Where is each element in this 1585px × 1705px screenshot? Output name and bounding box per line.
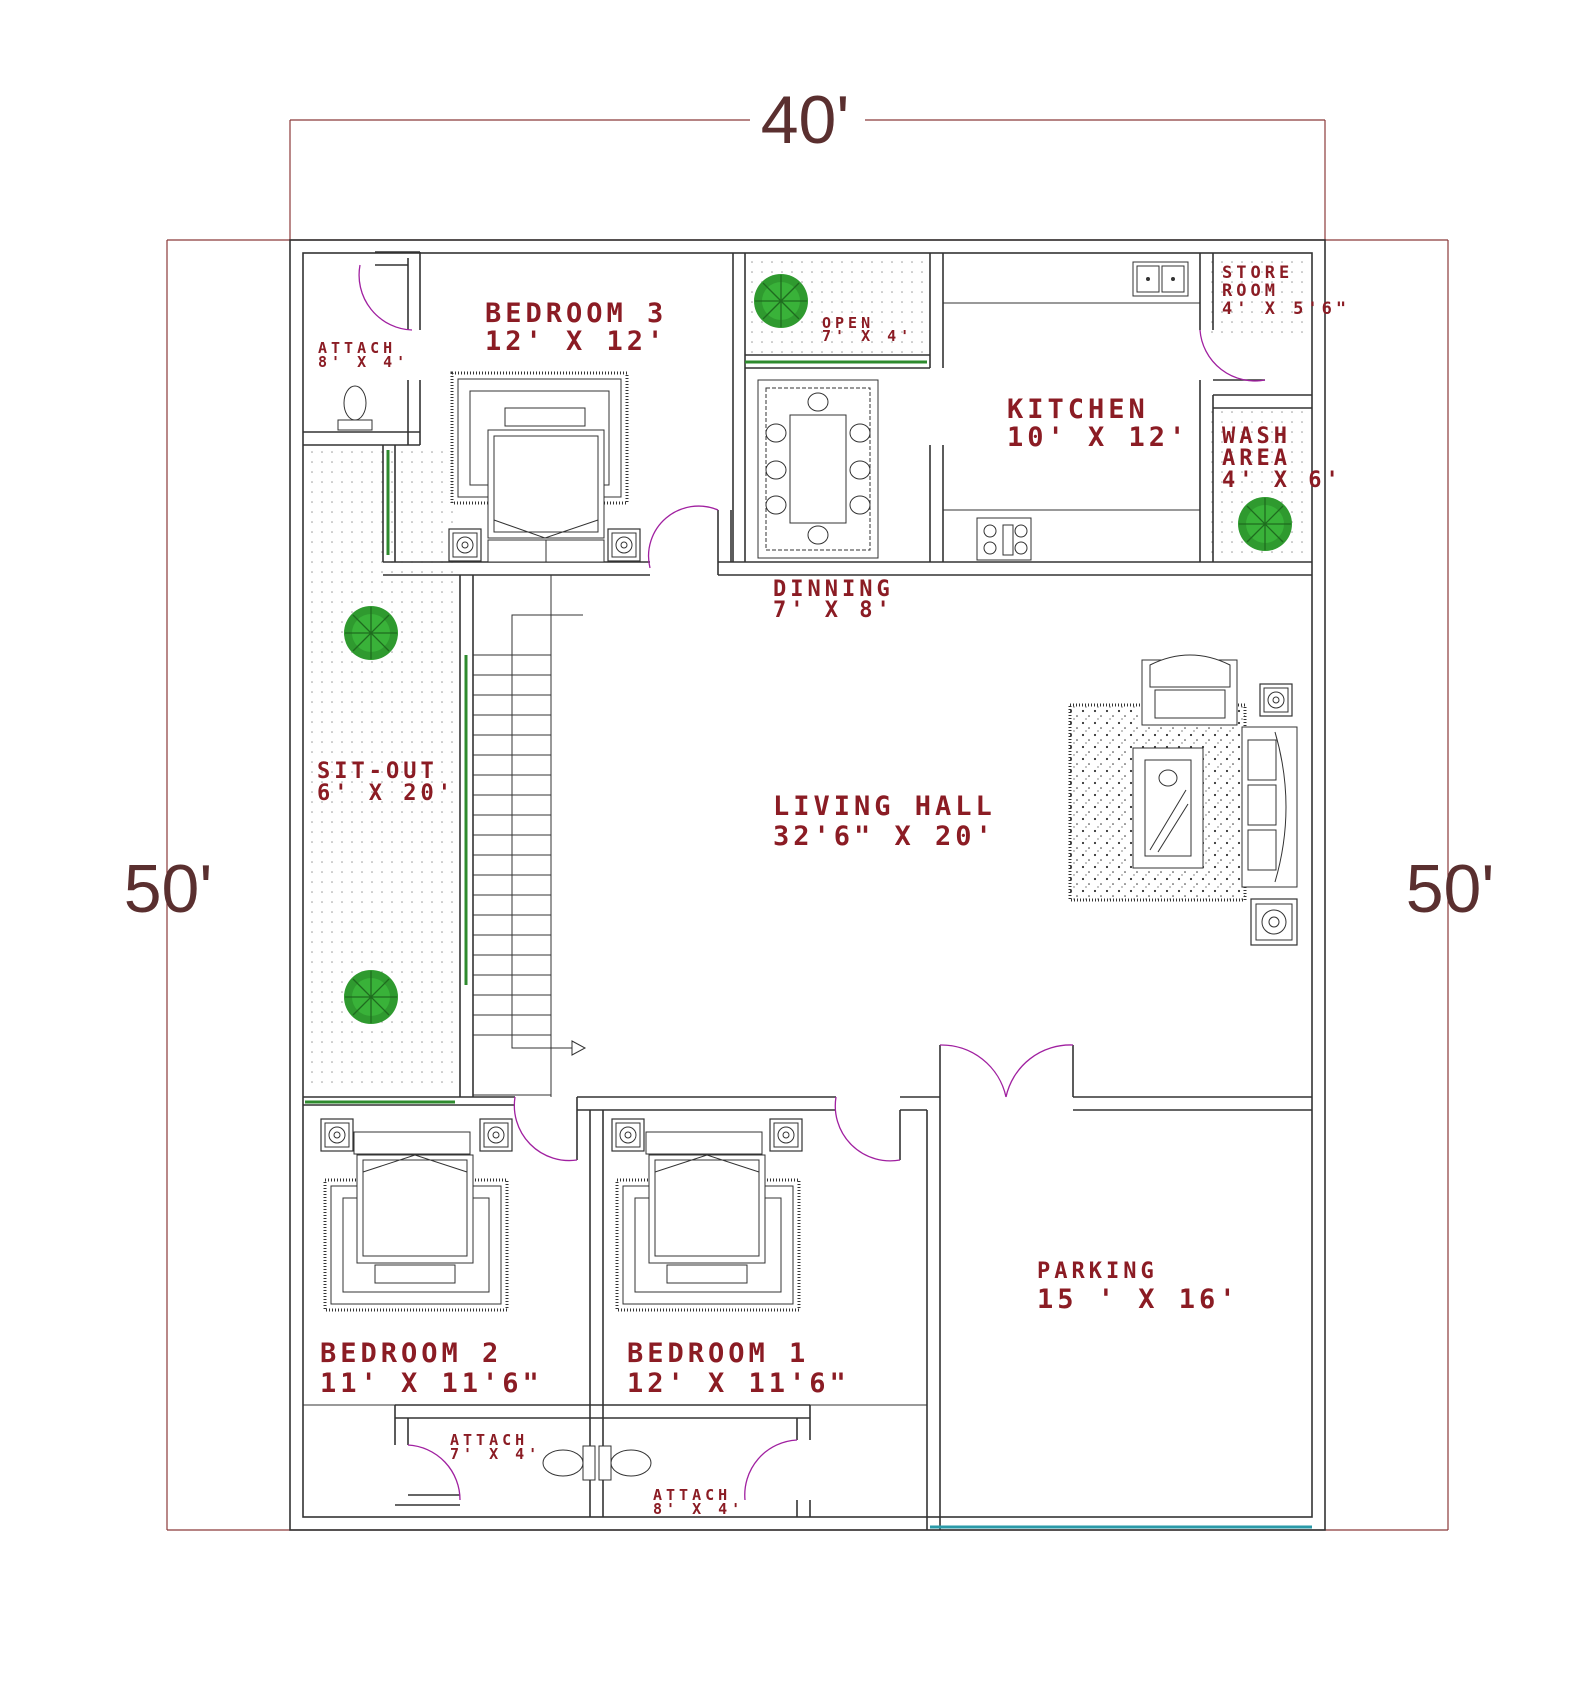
room-bedroom1: BEDROOM 1 12' X 11'6" bbox=[627, 1338, 850, 1399]
side-table-icon bbox=[1259, 683, 1293, 717]
room-size: 7' X 8' bbox=[773, 598, 894, 623]
bed-icon bbox=[323, 1131, 509, 1312]
room-name: STORE bbox=[1222, 263, 1293, 283]
room-name: DINNING bbox=[773, 577, 894, 602]
room-store: STORE ROOM 4' X 5'6" bbox=[1222, 263, 1350, 319]
room-attach-top: ATTACH 8' X 4' bbox=[318, 339, 409, 371]
room-name: OPEN bbox=[822, 314, 874, 332]
room-name: ATTACH bbox=[450, 1431, 528, 1449]
dimension-right: 50' bbox=[1406, 851, 1495, 927]
outer-walls bbox=[289, 239, 1326, 1531]
toilet-icon bbox=[598, 1445, 652, 1481]
toilet-icon bbox=[337, 385, 373, 431]
toilet-icon bbox=[542, 1445, 596, 1481]
room-living-hall: LIVING HALL 32'6" X 20' bbox=[773, 791, 996, 852]
bed-icon bbox=[450, 371, 629, 563]
staircase bbox=[472, 575, 587, 1097]
dimension-top: 40' bbox=[761, 82, 850, 158]
room-name: BEDROOM 2 bbox=[320, 1338, 502, 1369]
room-name: ATTACH bbox=[318, 339, 396, 357]
plant-icon bbox=[343, 969, 399, 1025]
room-name: PARKING bbox=[1037, 1259, 1158, 1284]
room-open: OPEN 7' X 4' bbox=[822, 314, 913, 345]
room-size: 11' X 11'6" bbox=[320, 1368, 543, 1399]
sofa-set-icon bbox=[1068, 654, 1298, 902]
plant-icon bbox=[343, 605, 399, 661]
room-wash: WASH AREA 4' X 6' bbox=[1222, 424, 1343, 493]
room-name-line2: ROOM bbox=[1222, 281, 1279, 301]
room-size: 7' X 4' bbox=[822, 327, 913, 345]
room-kitchen: KITCHEN 10' X 12' bbox=[1007, 394, 1189, 453]
room-attach-bedroom2: ATTACH 7' X 4' bbox=[450, 1431, 541, 1463]
nightstand-icon bbox=[320, 1118, 354, 1152]
room-name: SIT-OUT bbox=[317, 759, 438, 784]
room-size: 10' X 12' bbox=[1007, 422, 1189, 453]
sink-icon bbox=[1132, 261, 1189, 297]
store-floor bbox=[1205, 258, 1310, 340]
nightstand-icon bbox=[611, 1118, 645, 1152]
room-size: 6' X 20' bbox=[317, 781, 455, 806]
room-bedroom2: BEDROOM 2 11' X 11'6" bbox=[320, 1338, 543, 1399]
room-parking: PARKING 15 ' X 16' bbox=[1037, 1259, 1240, 1315]
bed-icon bbox=[615, 1131, 801, 1312]
room-name: KITCHEN bbox=[1007, 394, 1149, 425]
room-dinning: DINNING 7' X 8' bbox=[773, 577, 894, 623]
room-size: 12' X 12' bbox=[485, 326, 667, 357]
doors bbox=[358, 264, 1266, 1501]
nightstand-icon bbox=[448, 528, 482, 562]
room-name: LIVING HALL bbox=[773, 791, 996, 822]
stove-icon bbox=[976, 517, 1032, 561]
nightstand-icon bbox=[479, 1118, 513, 1152]
window-markers bbox=[305, 360, 1312, 1529]
room-name: BEDROOM 1 bbox=[627, 1338, 809, 1369]
room-name-line2: AREA bbox=[1222, 446, 1291, 471]
room-size: 4' X 6' bbox=[1222, 468, 1343, 493]
nightstand-icon bbox=[607, 528, 641, 562]
room-name: ATTACH bbox=[653, 1486, 731, 1504]
room-size: 32'6" X 20' bbox=[773, 821, 996, 852]
plant-icon bbox=[1237, 496, 1293, 552]
room-size: 15 ' X 16' bbox=[1037, 1284, 1240, 1315]
dining-table-icon bbox=[757, 379, 879, 559]
dimension-left: 50' bbox=[124, 851, 213, 927]
side-table-icon bbox=[1250, 898, 1298, 946]
plant-icon bbox=[753, 273, 809, 329]
nightstand-icon bbox=[769, 1118, 803, 1152]
room-attach-bedroom1: ATTACH 8' X 4' bbox=[653, 1486, 744, 1518]
room-size: 8' X 4' bbox=[653, 1500, 744, 1518]
room-size: 12' X 11'6" bbox=[627, 1368, 850, 1399]
room-size: 7' X 4' bbox=[450, 1445, 541, 1463]
room-bedroom3: BEDROOM 3 12' X 12' bbox=[485, 298, 667, 357]
room-sitout: SIT-OUT 6' X 20' bbox=[317, 759, 455, 806]
room-name: BEDROOM 3 bbox=[485, 298, 667, 329]
room-name: WASH bbox=[1222, 424, 1291, 449]
room-size: 4' X 5'6" bbox=[1222, 299, 1350, 319]
room-size: 8' X 4' bbox=[318, 353, 409, 371]
